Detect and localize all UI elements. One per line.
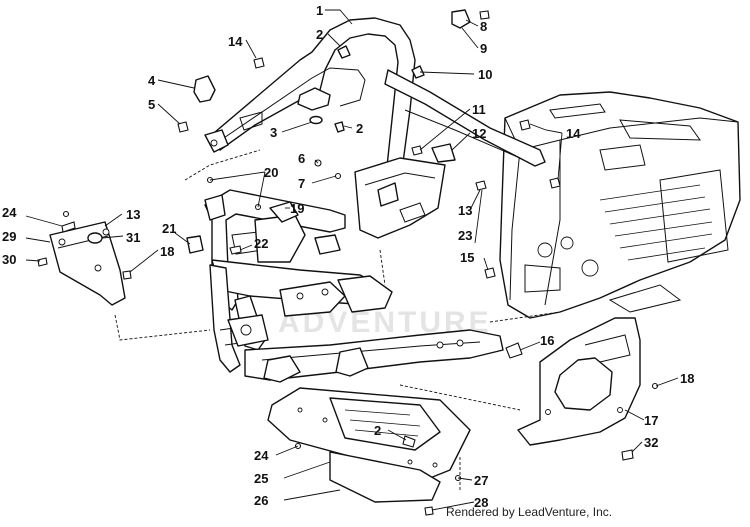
callout-13: 13 [126, 207, 140, 222]
leader-lines [25, 9, 679, 511]
callout-24: 24 [254, 448, 269, 463]
callout-32: 32 [644, 435, 658, 450]
callout-6: 6 [298, 151, 305, 166]
callout-25: 25 [254, 471, 268, 486]
callout-10: 10 [478, 67, 492, 82]
callout-20: 20 [264, 165, 278, 180]
callout-9: 9 [480, 41, 487, 56]
callout-2: 2 [374, 423, 381, 438]
callout-27: 27 [474, 473, 488, 488]
callout-7: 7 [298, 176, 305, 191]
callout-3: 3 [270, 125, 277, 140]
callout-5: 5 [148, 97, 155, 112]
callout-18: 18 [680, 371, 694, 386]
callout-23: 23 [458, 228, 472, 243]
callout-26: 26 [254, 493, 268, 508]
callout-11: 11 [472, 102, 486, 117]
side-panel [517, 317, 641, 446]
callout-12: 12 [472, 126, 486, 141]
callout-2: 2 [356, 121, 363, 136]
left-shield [49, 221, 126, 306]
small-parts [37, 9, 659, 516]
steering-post-bracket [354, 157, 446, 239]
callout-17: 17 [644, 413, 658, 428]
callout-19: 19 [290, 201, 304, 216]
callout-14: 14 [228, 34, 243, 49]
callout-24: 24 [2, 205, 17, 220]
callout-22: 22 [254, 236, 268, 251]
callout-31: 31 [126, 230, 140, 245]
callout-labels: 1 2 14 4 5 8 9 10 3 2 11 12 6 7 14 13 23… [2, 3, 694, 510]
render-credit: Rendered by LeadVenture, Inc. [446, 505, 613, 519]
front-frame [204, 189, 504, 383]
callout-15: 15 [460, 250, 474, 265]
callout-18: 18 [160, 244, 174, 259]
callout-1: 1 [316, 3, 323, 18]
callout-14: 14 [566, 126, 581, 141]
callout-21: 21 [162, 221, 176, 236]
callout-8: 8 [480, 19, 487, 34]
upper-steering-support [204, 17, 546, 191]
callout-4: 4 [148, 73, 156, 88]
callout-16: 16 [540, 333, 554, 348]
callout-2: 2 [316, 27, 323, 42]
callout-28: 28 [474, 495, 488, 510]
chassis-tunnel [499, 91, 741, 319]
callout-13: 13 [458, 203, 472, 218]
callout-30: 30 [2, 252, 16, 267]
belly-pan [267, 387, 471, 503]
callout-29: 29 [2, 229, 16, 244]
